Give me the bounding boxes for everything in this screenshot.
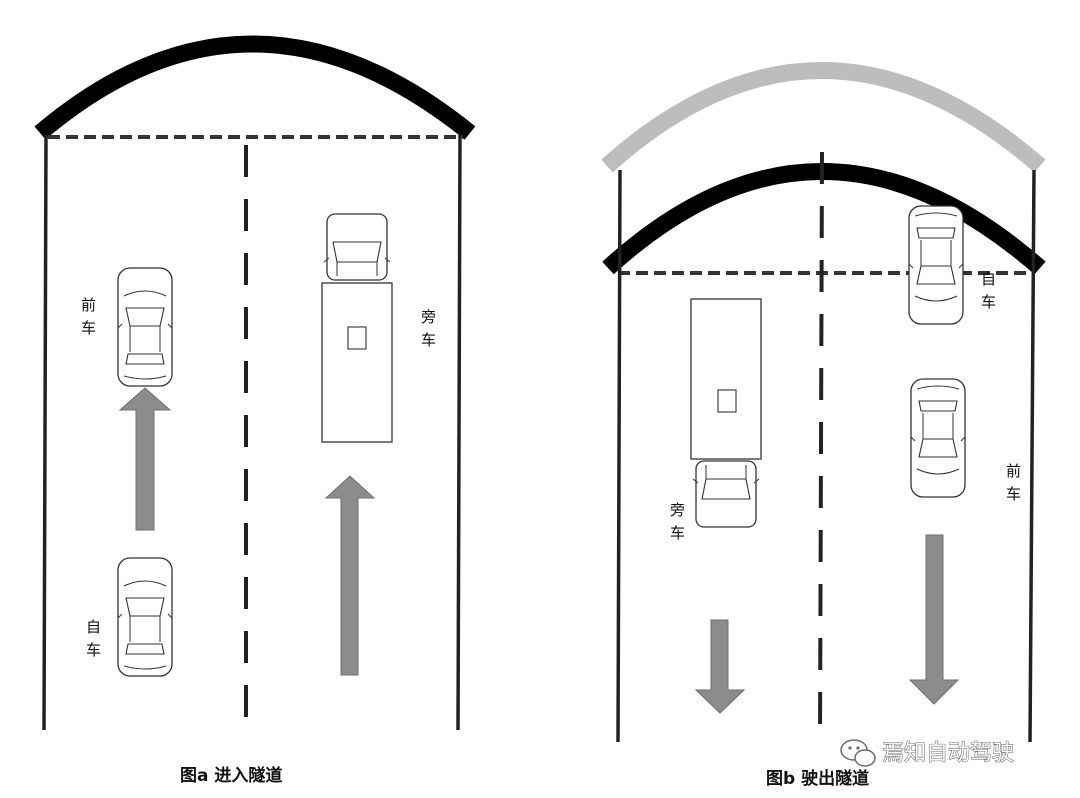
front-car-a	[117, 267, 173, 387]
ego-car-b	[908, 205, 964, 325]
watermark: 焉知自动驾驶	[840, 739, 1015, 767]
tunnel-arch-b	[602, 163, 1046, 275]
arrow-down-left-b	[694, 619, 746, 714]
front-car-b	[910, 378, 966, 498]
ego-car-a	[117, 557, 173, 677]
road-left-edge-a	[42, 134, 48, 731]
caption-b: 图b 驶出隧道	[766, 768, 869, 789]
arrow-down-right-b	[908, 534, 960, 705]
ego-car-label-a: 自 车	[86, 618, 106, 659]
watermark-text: 焉知自动驾驶	[882, 741, 1014, 766]
side-car-label-b: 旁 车	[670, 501, 690, 542]
road-right-edge-b	[1028, 169, 1036, 743]
front-car-label-b: 前 车	[1006, 462, 1026, 503]
ego-car-label-b: 自 车	[981, 270, 1001, 311]
road-right-edge-a	[456, 134, 462, 731]
arrow-up-right-a	[324, 475, 376, 676]
tunnel-arch-a	[34, 35, 476, 140]
wechat-icon	[840, 739, 876, 767]
panel-a: 前 车 旁 车 自 车 图a 进入隧道	[34, 35, 476, 786]
lane-divider-b	[818, 151, 824, 743]
side-truck-b	[690, 298, 762, 528]
arrow-up-left-a	[118, 387, 172, 531]
panel-b: 自 车 前 车 旁 车 图b 驶出隧道	[601, 62, 1046, 789]
front-car-label-a: 前 车	[81, 296, 101, 337]
road-left-edge-b	[616, 169, 622, 743]
side-truck-a	[321, 213, 393, 443]
side-car-label-a: 旁 车	[421, 308, 441, 349]
tunnel-arch-exit-b	[601, 62, 1046, 173]
caption-a: 图a 进入隧道	[180, 765, 282, 786]
